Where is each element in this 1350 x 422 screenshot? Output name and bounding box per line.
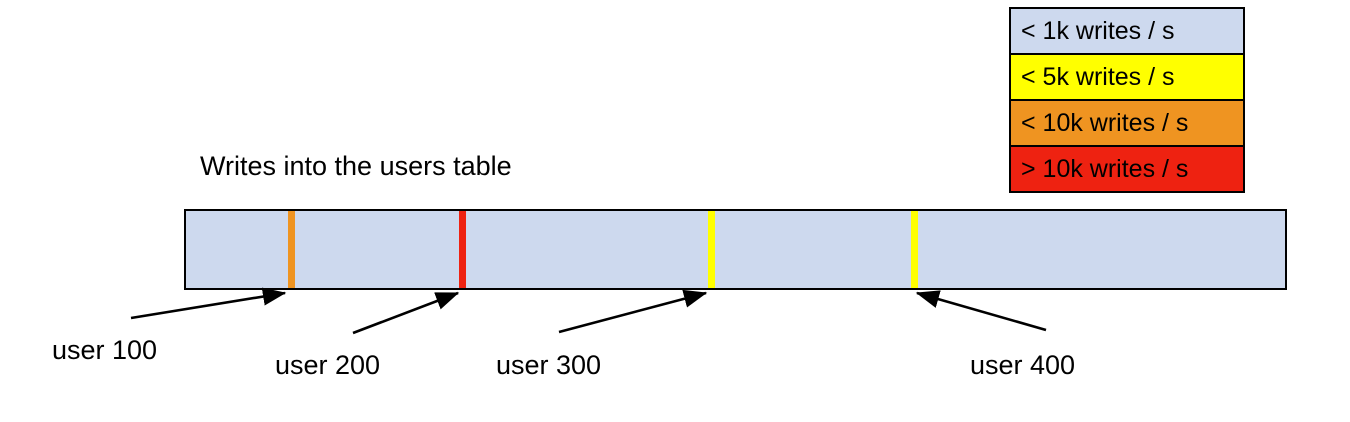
- arrow-user-300: [558, 289, 708, 334]
- users-table-bar: [184, 209, 1287, 290]
- bar-marker-user-400: [911, 211, 918, 288]
- arrow-user-100: [130, 287, 287, 320]
- legend-item-gt-10k: > 10k writes / s: [1011, 147, 1243, 191]
- annotation-label-user-400: user 400: [970, 350, 1076, 380]
- legend-item-label: > 10k writes / s: [1021, 154, 1189, 183]
- legend-item-lt-10k: < 10k writes / s: [1011, 101, 1243, 147]
- arrow-user-400: [915, 290, 1047, 332]
- bar-marker-user-200: [459, 211, 466, 288]
- chart-title: Writes into the users table: [200, 151, 512, 181]
- legend-item-lt-5k: < 5k writes / s: [1011, 55, 1243, 101]
- legend-item-label: < 10k writes / s: [1021, 108, 1189, 137]
- arrow-user-200: [352, 291, 460, 335]
- legend-item-label: < 1k writes / s: [1021, 16, 1175, 45]
- write-rate-legend: < 1k writes / s < 5k writes / s < 10k wr…: [1009, 7, 1245, 193]
- bar-marker-user-300: [708, 211, 715, 288]
- legend-item-lt-1k: < 1k writes / s: [1011, 9, 1243, 55]
- annotation-label-user-100: user 100: [52, 335, 158, 365]
- bar-marker-user-100: [288, 211, 295, 288]
- annotation-label-user-200: user 200: [275, 350, 381, 380]
- legend-item-label: < 5k writes / s: [1021, 62, 1175, 91]
- annotation-label-user-300: user 300: [496, 350, 602, 380]
